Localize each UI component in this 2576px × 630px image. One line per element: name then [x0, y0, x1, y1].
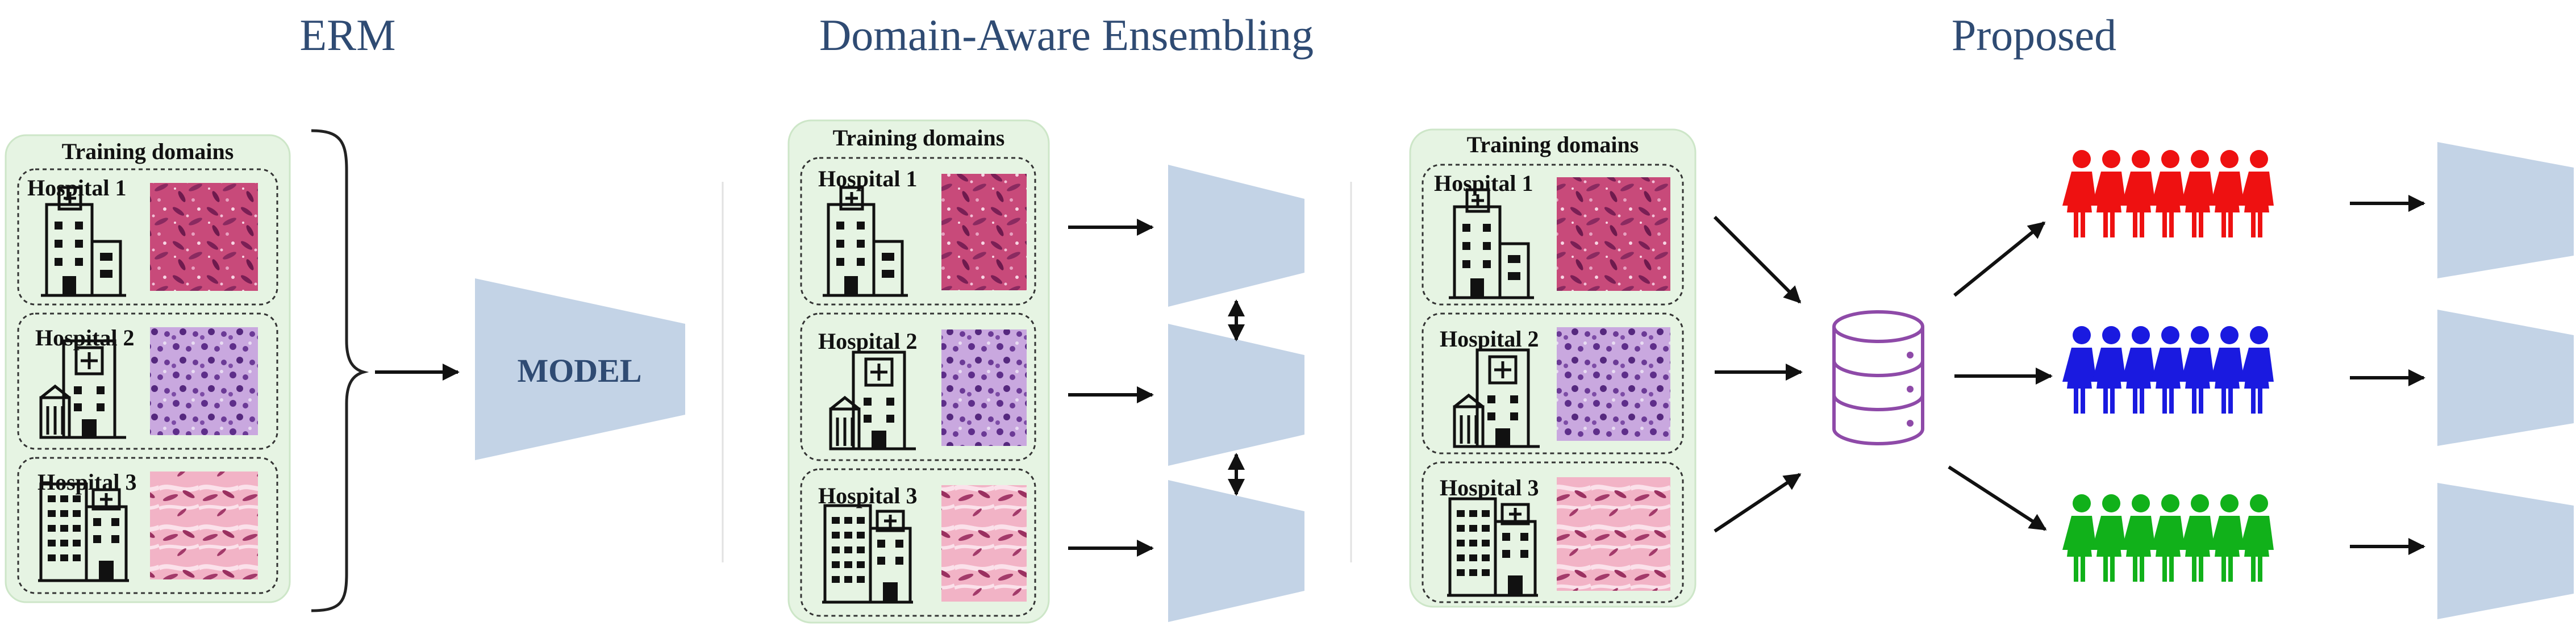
- ens-hospital-2-label: Hospital 2: [818, 328, 917, 354]
- person-icon: [2181, 494, 2215, 582]
- person-icon: [2240, 150, 2274, 237]
- prop-arrow-in-1: [1713, 215, 1802, 304]
- person-icon: [2062, 494, 2096, 582]
- erm-tissue-1-image: [150, 183, 258, 291]
- person-icon: [2121, 150, 2156, 237]
- prop-training-label: Training domains: [1467, 132, 1639, 157]
- person-icon: [2151, 326, 2185, 414]
- ens-hospital-1-label: Hospital 1: [818, 166, 917, 191]
- person-icon: [2151, 150, 2185, 237]
- person-icon: [2181, 326, 2215, 414]
- prop-model-1: [2437, 142, 2574, 278]
- proposed-section: Training domains Hospital 1 Hospital 2 H…: [1409, 128, 2574, 619]
- erm-brace: [311, 129, 369, 612]
- people-group-green: [2062, 494, 2274, 582]
- erm-tissue-2-image: [150, 327, 258, 435]
- prop-hospital-3-label: Hospital 3: [1440, 475, 1539, 500]
- erm-model-label: MODEL: [517, 352, 641, 389]
- person-icon: [2092, 494, 2126, 582]
- person-icon: [2210, 150, 2244, 237]
- person-icon: [2240, 326, 2274, 414]
- prop-tissue-3-image: [1557, 477, 1670, 591]
- ens-tissue-3-image: [941, 485, 1027, 602]
- prop-arrow-out-1: [1953, 221, 2046, 297]
- ens-model-3: [1168, 480, 1304, 622]
- people-group-red: [2062, 150, 2274, 237]
- people-group-blue: [2062, 326, 2274, 414]
- erm-training-label: Training domains: [62, 139, 234, 164]
- person-icon: [2062, 326, 2096, 414]
- prop-arrow-in-3: [1714, 473, 1802, 533]
- ens-tissue-2-image: [941, 329, 1027, 446]
- person-icon: [2151, 494, 2185, 582]
- person-icon: [2181, 150, 2215, 237]
- section-title-domain-aware: Domain-Aware Ensembling: [819, 10, 1314, 60]
- section-title-proposed: Proposed: [1952, 10, 2116, 60]
- prop-model-2: [2437, 310, 2574, 446]
- person-icon: [2210, 326, 2244, 414]
- prop-arrow-out-3: [1948, 465, 2047, 531]
- ensembling-section: Training domains Hospital 1 Hospital 2 H…: [787, 119, 1304, 624]
- prop-tissue-1-image: [1557, 177, 1670, 291]
- prop-tissue-2-image: [1557, 327, 1670, 441]
- person-icon: [2121, 494, 2156, 582]
- ens-model-1: [1168, 165, 1304, 307]
- person-icon: [2062, 150, 2096, 237]
- database-icon: [1832, 310, 1924, 445]
- ens-model-2: [1168, 324, 1304, 466]
- person-icon: [2240, 494, 2274, 582]
- person-icon: [2092, 150, 2126, 237]
- person-icon: [2092, 326, 2126, 414]
- prop-hospital-2-label: Hospital 2: [1440, 326, 1539, 352]
- erm-model-shape: [475, 278, 685, 460]
- person-icon: [2121, 326, 2156, 414]
- erm-section: Training domains Hospital 1 Hospital 2 H…: [5, 129, 685, 612]
- person-icon: [2210, 494, 2244, 582]
- erm-tissue-3-image: [150, 472, 258, 579]
- section-title-erm: ERM: [299, 10, 395, 60]
- ens-training-label: Training domains: [833, 125, 1005, 151]
- prop-model-3: [2437, 483, 2574, 619]
- prop-hospital-1-label: Hospital 1: [1434, 170, 1533, 196]
- ens-tissue-1-image: [941, 174, 1027, 290]
